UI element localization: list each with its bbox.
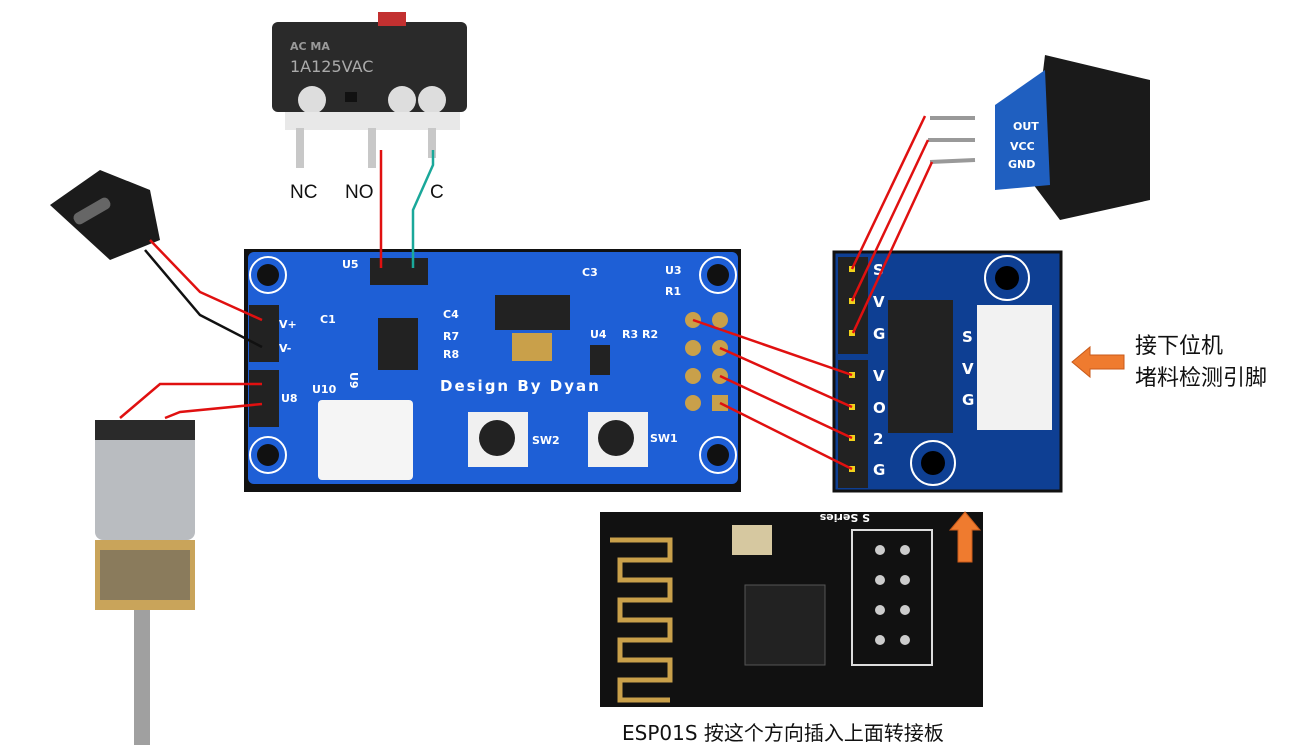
wire-esp-v — [692, 318, 853, 377]
sensor-pin-out: OUT — [1013, 120, 1039, 133]
design-credit: Design By Dyan — [440, 377, 601, 395]
adapter-top-v: V — [873, 293, 885, 311]
wire-sensor-out — [850, 115, 927, 270]
wire-esp-2 — [719, 374, 853, 440]
label-c1: C1 — [320, 313, 336, 326]
adapter-bottom-o: O — [873, 399, 886, 417]
lower-machine-label-line2: 堵料检测引脚 — [1135, 366, 1267, 391]
switch-marking: 1A125VAC — [290, 57, 373, 76]
adapter-board: S V G V O 2 G S V G — [832, 250, 1063, 493]
switch-pin-no: NO — [345, 182, 374, 203]
wire-switch-c — [411, 150, 435, 268]
wire-sensor-vcc — [850, 139, 930, 302]
label-u10: U10 — [312, 383, 337, 396]
sensor-pin-gnd: GND — [1008, 158, 1035, 171]
wire-esp-o — [719, 346, 853, 409]
connector-v: V — [962, 360, 974, 378]
label-r3: R3 — [622, 328, 638, 341]
lower-machine-label-line1: 接下位机 — [1135, 334, 1223, 359]
label-r8: R8 — [443, 348, 459, 361]
label-u8: U8 — [281, 392, 298, 405]
label-vplus: V+ — [279, 318, 297, 331]
label-sw2: SW2 — [532, 434, 560, 447]
label-u4: U4 — [590, 328, 607, 341]
label-u5: U5 — [342, 258, 359, 271]
connector-g: G — [962, 391, 974, 409]
label-r7: R7 — [443, 330, 459, 343]
label-u3: U3 — [665, 264, 682, 277]
switch-pin-nc: NC — [290, 182, 317, 203]
label-sw1: SW1 — [650, 432, 678, 445]
usb-c-connector — [50, 170, 160, 260]
esp-caption: ESP01S 按这个方向插入上面转接板 — [622, 721, 944, 745]
wire-power-negative — [144, 249, 263, 349]
wire-power-positive — [149, 239, 263, 322]
arrow-left-icon — [1071, 345, 1125, 379]
esp-silk: S Series — [819, 511, 870, 524]
label-vminus: V- — [279, 342, 291, 355]
switch-pin-c: C — [430, 182, 444, 203]
wire-motor-a — [119, 382, 262, 419]
sensor-pin-vcc: VCC — [1010, 140, 1035, 153]
wire-esp-g — [719, 401, 853, 471]
optical-sensor: OUT VCC GND — [928, 55, 1150, 220]
wire-motor-b — [164, 402, 263, 420]
wires — [119, 115, 934, 471]
adapter-bottom-2: 2 — [873, 430, 883, 448]
microswitch: AC MA 1A125VAC NC NO C — [272, 12, 467, 203]
adapter-top-g: G — [873, 325, 885, 343]
label-c3: C3 — [582, 266, 598, 279]
adapter-bottom-g: G — [873, 461, 885, 479]
esp01s-module: S Series — [600, 511, 983, 707]
connector-s: S — [962, 328, 973, 346]
label-u9: U9 — [347, 372, 360, 389]
switch-logos: AC MA — [290, 40, 330, 53]
arrow-up-icon — [948, 511, 982, 563]
label-c4: C4 — [443, 308, 459, 321]
label-r2: R2 — [642, 328, 658, 341]
main-pcb: U5 C1 V+ V- U8 U10 U9 C4 R7 R8 C3 U3 R1 … — [244, 249, 741, 492]
label-r1: R1 — [665, 285, 681, 298]
wire-sensor-gnd — [851, 161, 934, 334]
adapter-top-s: S — [873, 261, 884, 279]
adapter-bottom-v: V — [873, 367, 885, 385]
gear-motor — [95, 420, 195, 745]
